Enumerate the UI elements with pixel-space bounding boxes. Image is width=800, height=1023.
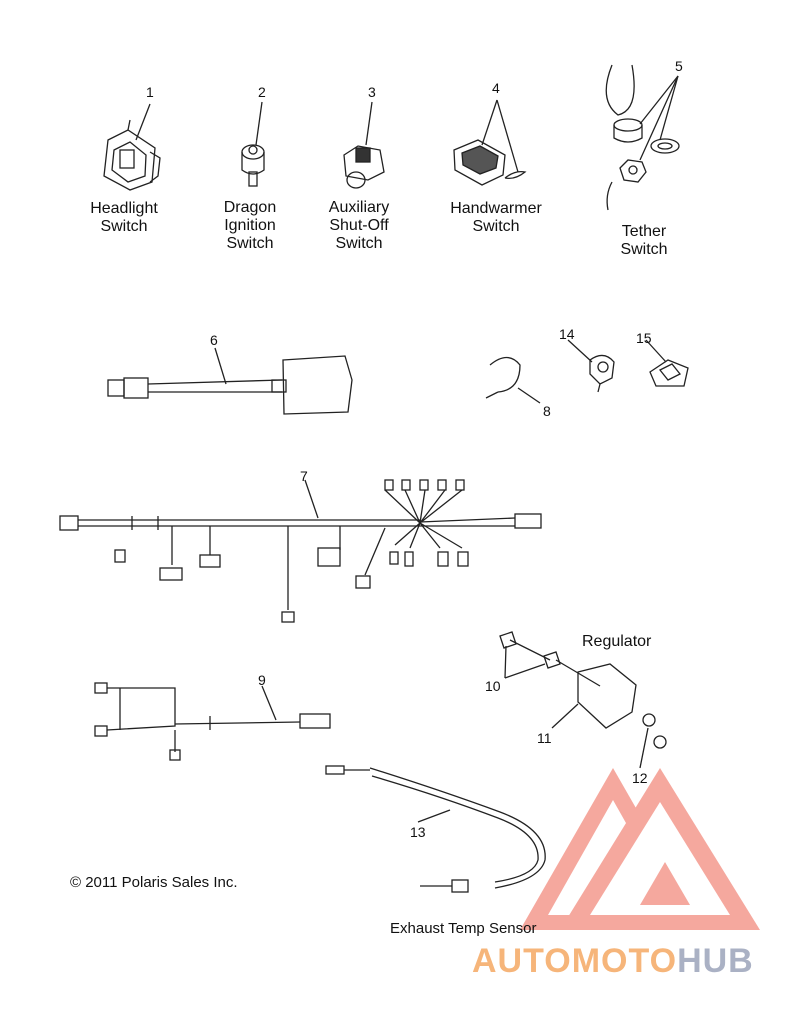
handwarmer-switch-drawing [453, 99, 527, 186]
ignition-switch-drawing [241, 101, 265, 187]
exhaust-temp-sensor-label: Exhaust Temp Sensor [390, 920, 537, 937]
copyright-notice: © 2011 Polaris Sales Inc. [70, 874, 238, 891]
clip-15-drawing [645, 339, 689, 387]
exhaust-sensor-drawing [325, 765, 546, 893]
callout-9: 9 [258, 672, 266, 688]
callout-4: 4 [492, 80, 500, 96]
callout-8: 8 [543, 403, 551, 419]
callout-12: 12 [632, 770, 648, 786]
watermark-logo [520, 768, 760, 930]
wire-harness-6-drawing [107, 347, 353, 415]
clip-14-drawing [567, 339, 615, 393]
watermark-text: AUTOMOTOHUB [472, 942, 754, 981]
harness-9-drawing [94, 682, 331, 761]
callout-1: 1 [146, 84, 154, 100]
cable-tie-drawing [485, 356, 541, 404]
callout-13: 13 [410, 824, 426, 840]
regulator-label: Regulator [582, 633, 652, 650]
tether-switch-drawing [605, 64, 680, 211]
callout-11: 11 [537, 730, 552, 746]
watermark-text-part1: AUTOMOTO [472, 942, 678, 980]
callout-10: 10 [485, 678, 501, 694]
regulator-drawing [499, 631, 667, 769]
main-harness-7-drawing [59, 479, 542, 623]
callout-5: 5 [675, 58, 683, 74]
callout-3: 3 [368, 84, 376, 100]
headlight-switch-drawing [103, 103, 161, 191]
callout-7: 7 [300, 468, 308, 484]
watermark-text-part2: HUB [677, 942, 754, 980]
callout-14: 14 [559, 326, 575, 342]
callout-6: 6 [210, 332, 218, 348]
callout-15: 15 [636, 330, 652, 346]
shutoff-switch-drawing [343, 101, 385, 189]
callout-2: 2 [258, 84, 266, 100]
